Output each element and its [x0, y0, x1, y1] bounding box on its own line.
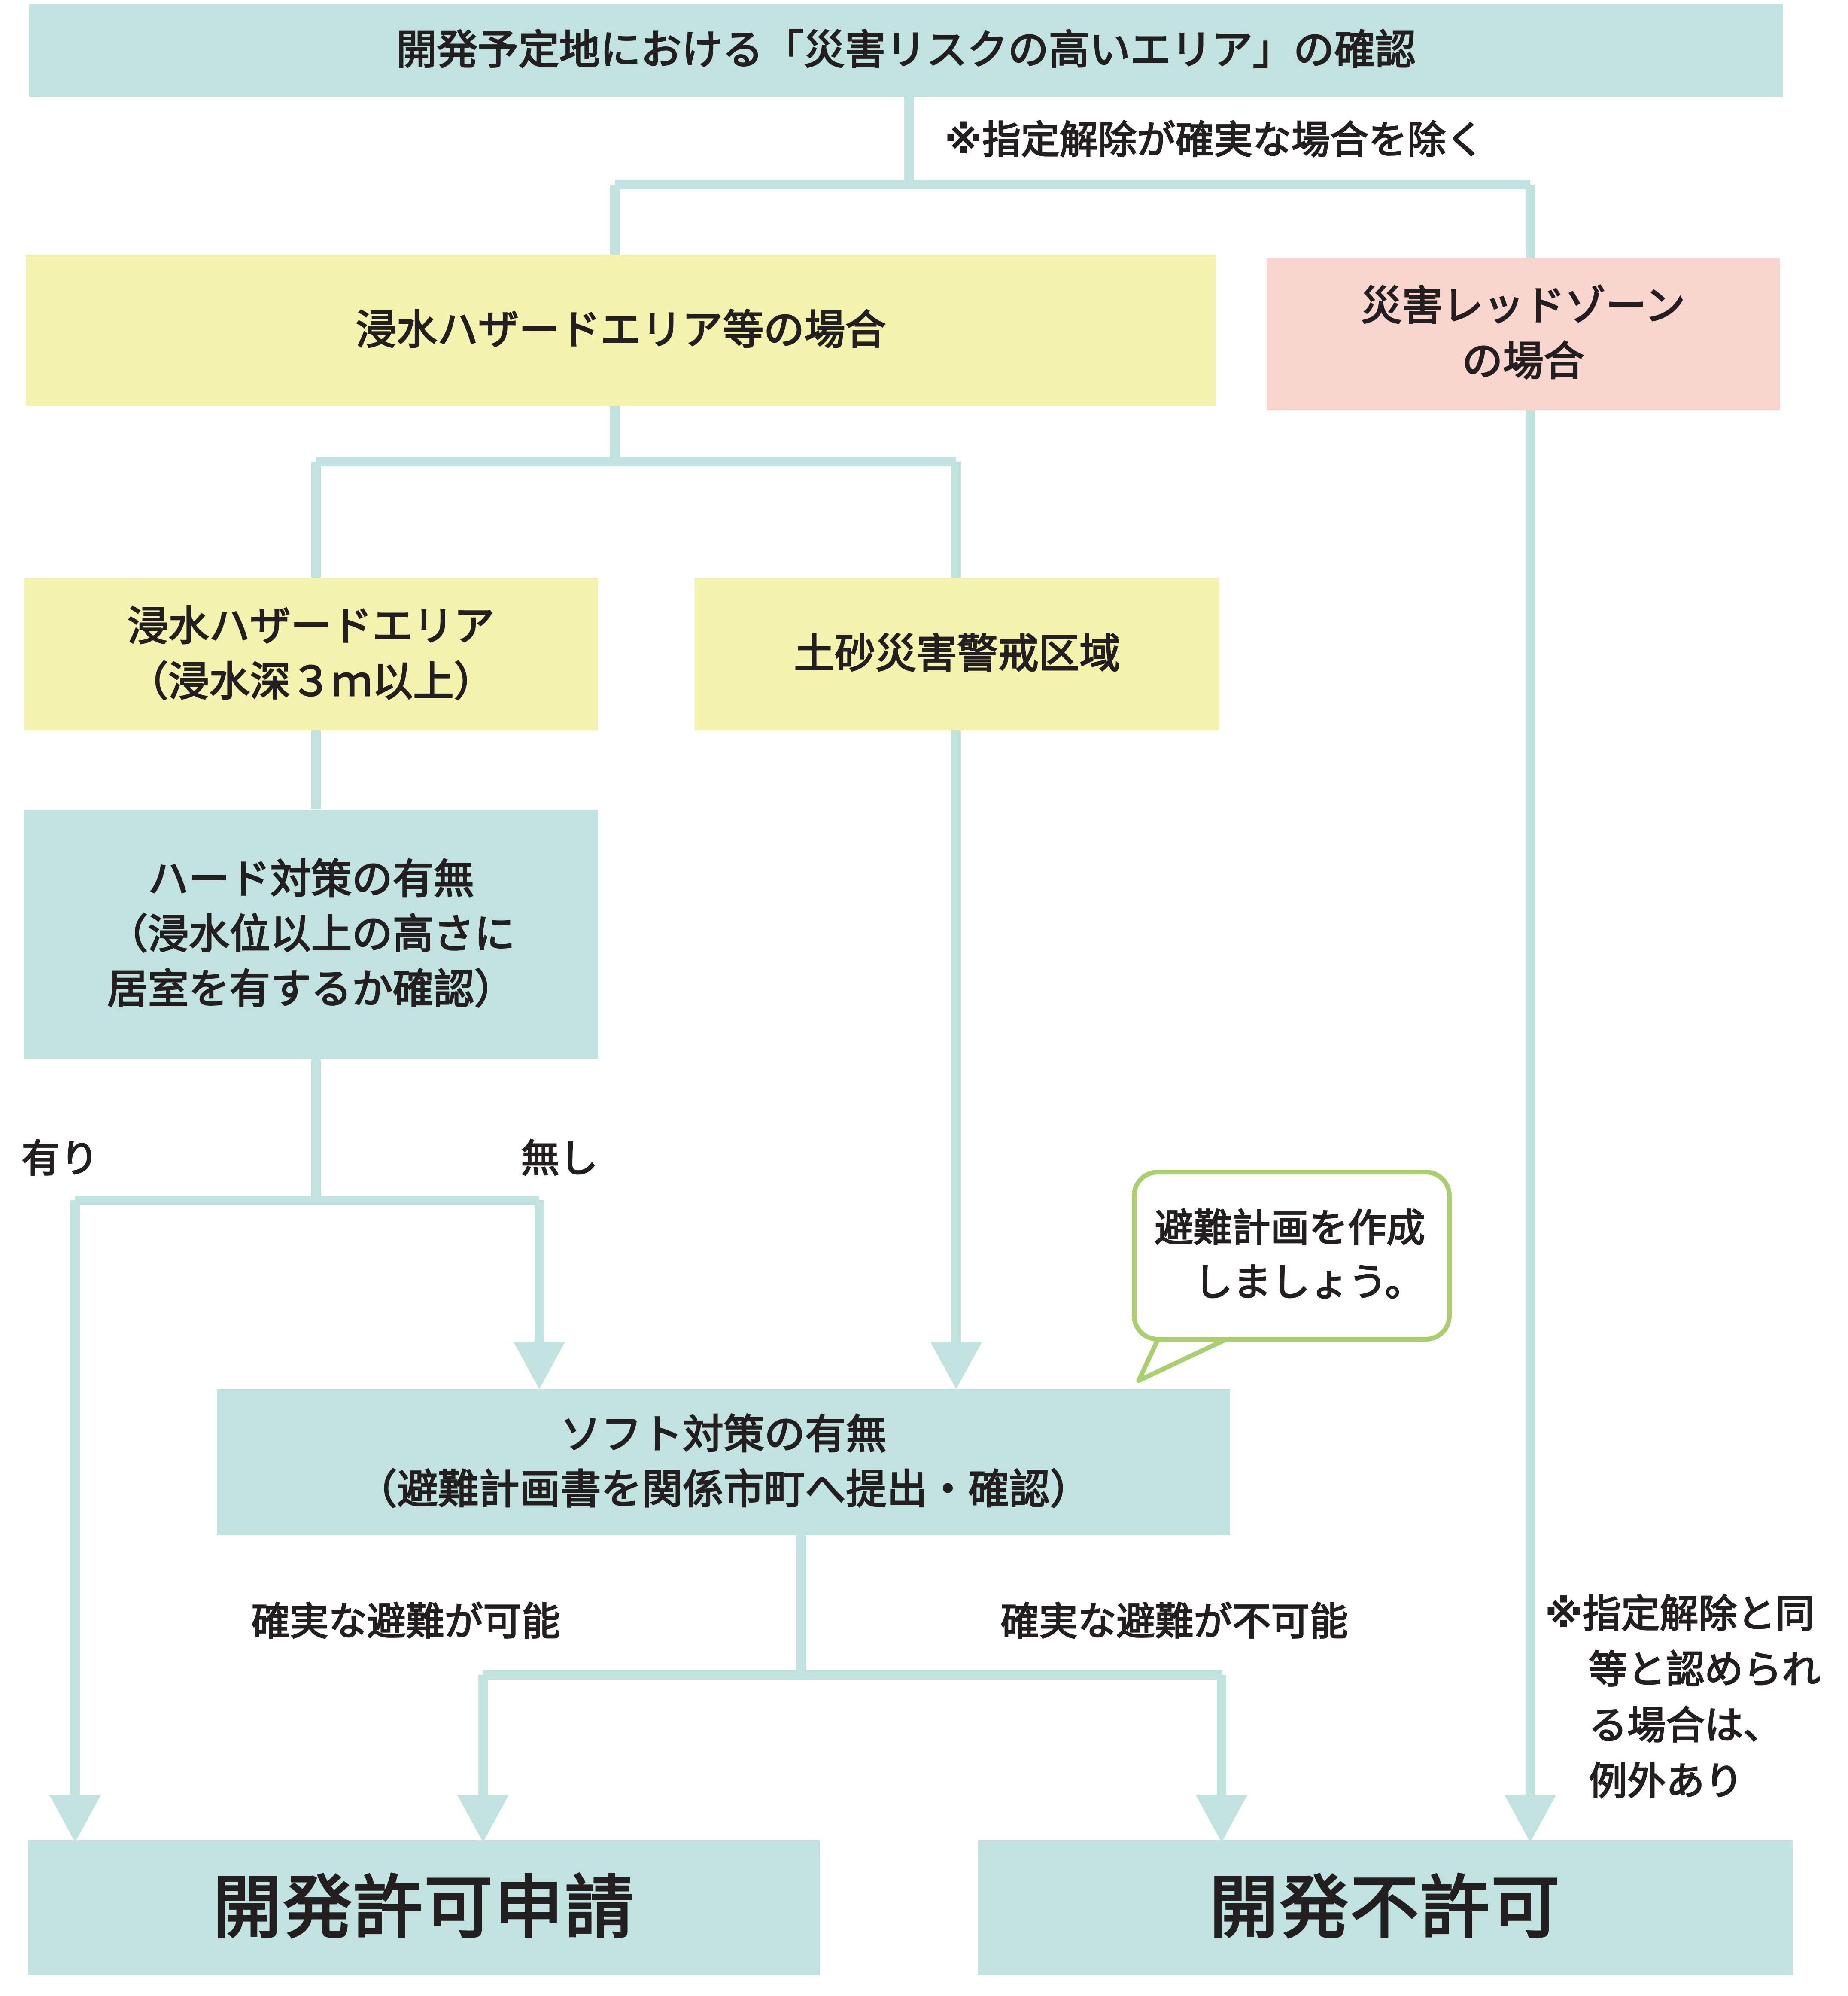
label-yes: 有り [21, 1136, 99, 1181]
exception-note-line3: る場合は、 [1589, 1703, 1782, 1748]
result-apply-text: 開発許可申請 [213, 1867, 635, 1948]
arrowhead-possible [457, 1795, 509, 1842]
sediment-disaster-text: 土砂災害警戒区域 [793, 630, 1120, 678]
speech-bubble: 避難計画を作成 しましょう。 [1132, 1170, 1452, 1342]
flood-hazard-box: 浸水ハザードエリア （浸水深３ｍ以上） [24, 578, 598, 730]
soft-measures-line2: （避難計画書を関係市町へ提出・確認） [356, 1466, 1091, 1513]
exception-note-line4: 例外あり [1589, 1759, 1743, 1804]
top-note: ※指定解除が確実な場合を除く [945, 118, 1485, 163]
exception-note-line2: 等と認められ [1589, 1647, 1821, 1692]
flood-area-text: 浸水ハザードエリア等の場合 [356, 306, 886, 354]
flood-hazard-line2: （浸水深３ｍ以上） [127, 658, 495, 706]
exception-note-line1: ※指定解除と同 [1545, 1591, 1815, 1637]
bubble-line2: しましょう。 [1194, 1260, 1424, 1305]
hard-measures-line2: （浸水位以上の高さに [107, 910, 515, 958]
arrowhead-sediment [930, 1342, 982, 1389]
red-zone-box: 災害レッドゾーン の場合 [1267, 258, 1780, 410]
hard-measures-box: ハード対策の有無 （浸水位以上の高さに 居室を有するか確認） [24, 810, 598, 1059]
label-evacuation-possible: 確実な避難が可能 [251, 1599, 560, 1644]
flood-hazard-line1: 浸水ハザードエリア [127, 603, 495, 651]
result-apply-box: 開発許可申請 [28, 1840, 820, 1975]
result-denied-box: 開発不許可 [978, 1840, 1793, 1975]
top-check-text: 開発予定地における「災害リスクの高いエリア」の確認 [396, 27, 1416, 74]
hard-measures-line1: ハード対策の有無 [148, 855, 474, 903]
sediment-disaster-box: 土砂災害警戒区域 [695, 578, 1219, 730]
arrowhead-no [514, 1342, 565, 1389]
label-evacuation-impossible: 確実な避難が不可能 [1000, 1599, 1348, 1644]
soft-measures-box: ソフト対策の有無 （避難計画書を関係市町へ提出・確認） [217, 1389, 1230, 1535]
flood-area-box: 浸水ハザードエリア等の場合 [26, 255, 1216, 406]
result-denied-text: 開発不許可 [1209, 1867, 1562, 1948]
arrowhead-impossible [1196, 1795, 1247, 1842]
label-no: 無し [521, 1136, 598, 1181]
red-zone-line1: 災害レッドゾーン [1361, 283, 1686, 330]
soft-measures-line1: ソフト対策の有無 [560, 1411, 887, 1458]
hard-measures-line3: 居室を有するか確認） [107, 966, 515, 1013]
arrowhead-red-zone [1505, 1795, 1556, 1842]
arrowhead-yes [49, 1795, 101, 1842]
bubble-line1: 避難計画を作成 [1155, 1206, 1425, 1251]
top-check-box: 開発予定地における「災害リスクの高いエリア」の確認 [29, 4, 1783, 97]
red-zone-line2: の場合 [1462, 338, 1584, 385]
